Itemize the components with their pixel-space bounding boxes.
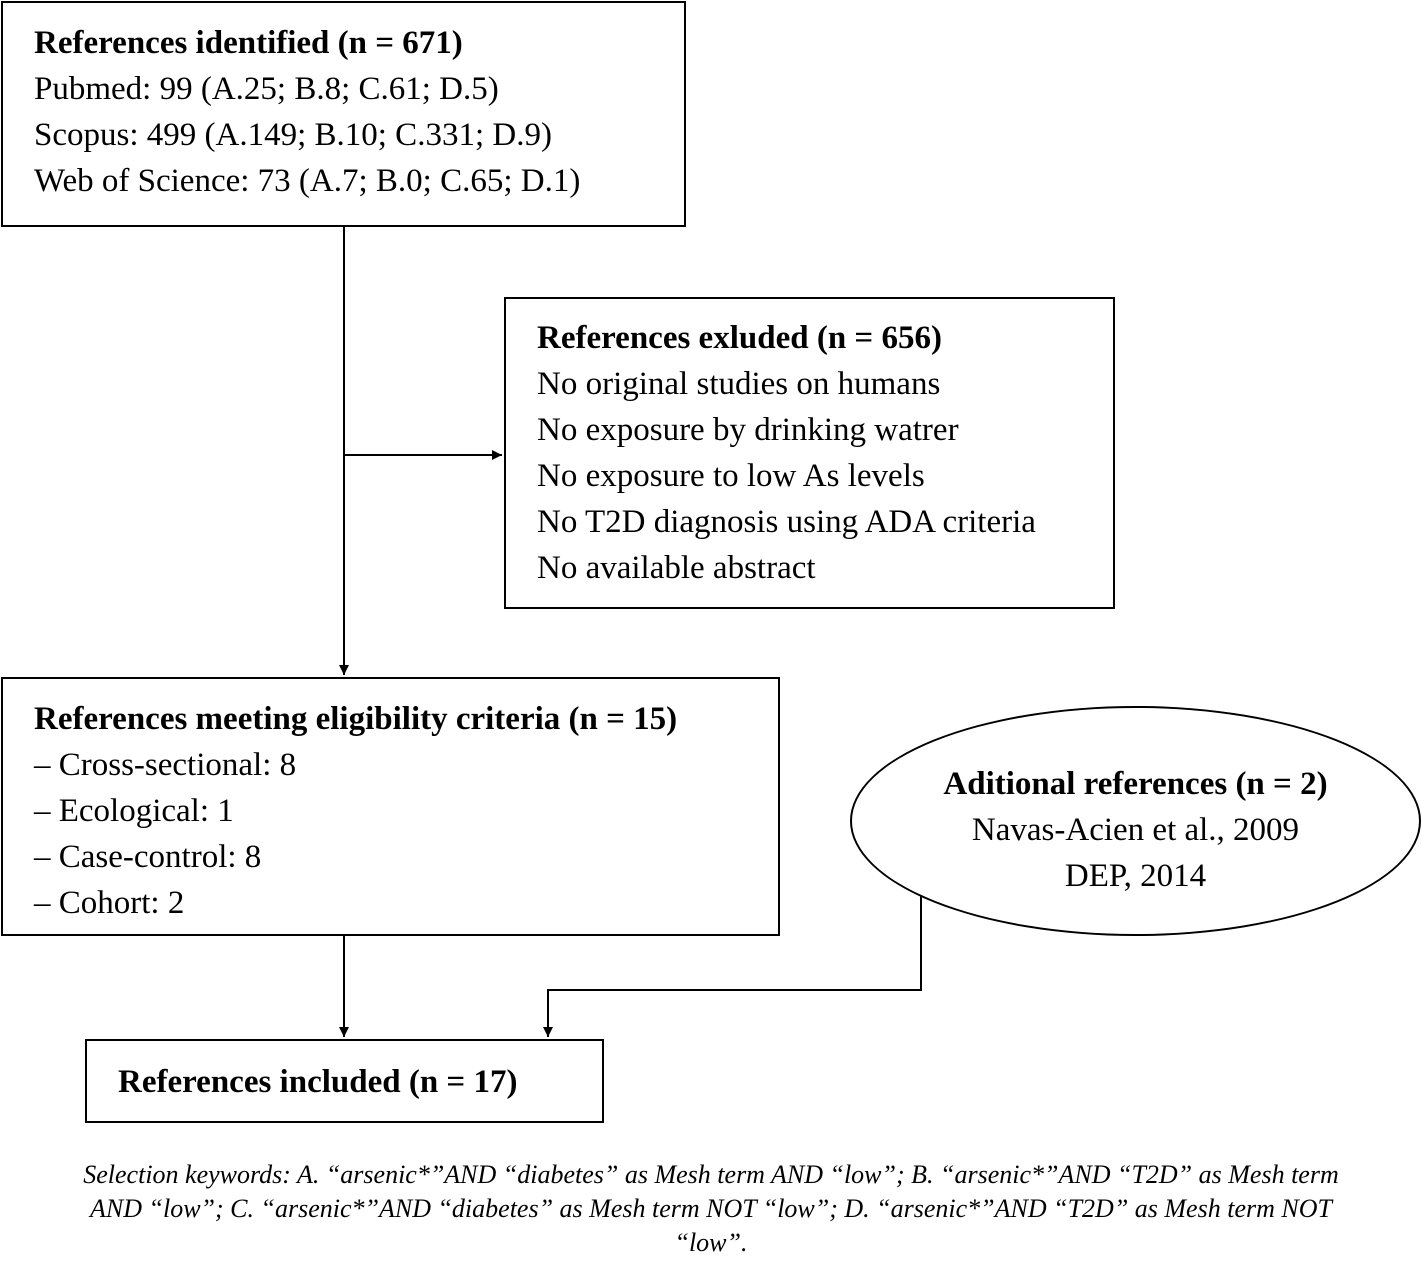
references-excluded-box: References exluded (n = 656) No original… [504, 297, 1115, 609]
study-type-item: – Case-control: 8 [34, 839, 262, 875]
references-eligible-title: References meeting eligibility criteria … [34, 701, 678, 737]
additional-references-title: Aditional references (n = 2) [943, 766, 1328, 802]
study-type-item: – Cross-sectional: 8 [34, 747, 297, 783]
references-included-title: References included (n = 17) [118, 1064, 518, 1100]
references-excluded-title: References exluded (n = 656) [537, 320, 942, 356]
additional-references-ellipse: Aditional references (n = 2) Navas-Acien… [850, 706, 1421, 936]
identified-source-pubmed: Pubmed: 99 (A.25; B.8; C.61; D.5) [34, 71, 499, 107]
additional-reference-item: Navas-Acien et al., 2009 [971, 812, 1300, 848]
references-identified-box: References identified (n = 671) Pubmed: … [1, 1, 686, 227]
exclusion-reason: No T2D diagnosis using ADA criteria [537, 504, 1036, 540]
identified-source-web-of-science: Web of Science: 73 (A.7; B.0; C.65; D.1) [34, 163, 581, 199]
selection-keywords-footnote: Selection keywords: A. “arsenic*”AND “di… [83, 1160, 1339, 1257]
identified-source-scopus: Scopus: 499 (A.149; B.10; C.331; D.9) [34, 117, 552, 153]
additional-reference-item: DEP, 2014 [1064, 858, 1207, 894]
exclusion-reason: No exposure by drinking watrer [537, 412, 959, 448]
references-identified-title: References identified (n = 671) [34, 25, 463, 61]
study-type-item: – Ecological: 1 [34, 793, 234, 829]
study-type-item: – Cohort: 2 [34, 885, 185, 921]
references-eligible-box: References meeting eligibility criteria … [1, 677, 780, 936]
exclusion-reason: No original studies on humans [537, 366, 941, 402]
references-included-box: References included (n = 17) [85, 1039, 604, 1123]
exclusion-reason: No available abstract [537, 550, 816, 586]
exclusion-reason: No exposure to low As levels [537, 458, 925, 494]
